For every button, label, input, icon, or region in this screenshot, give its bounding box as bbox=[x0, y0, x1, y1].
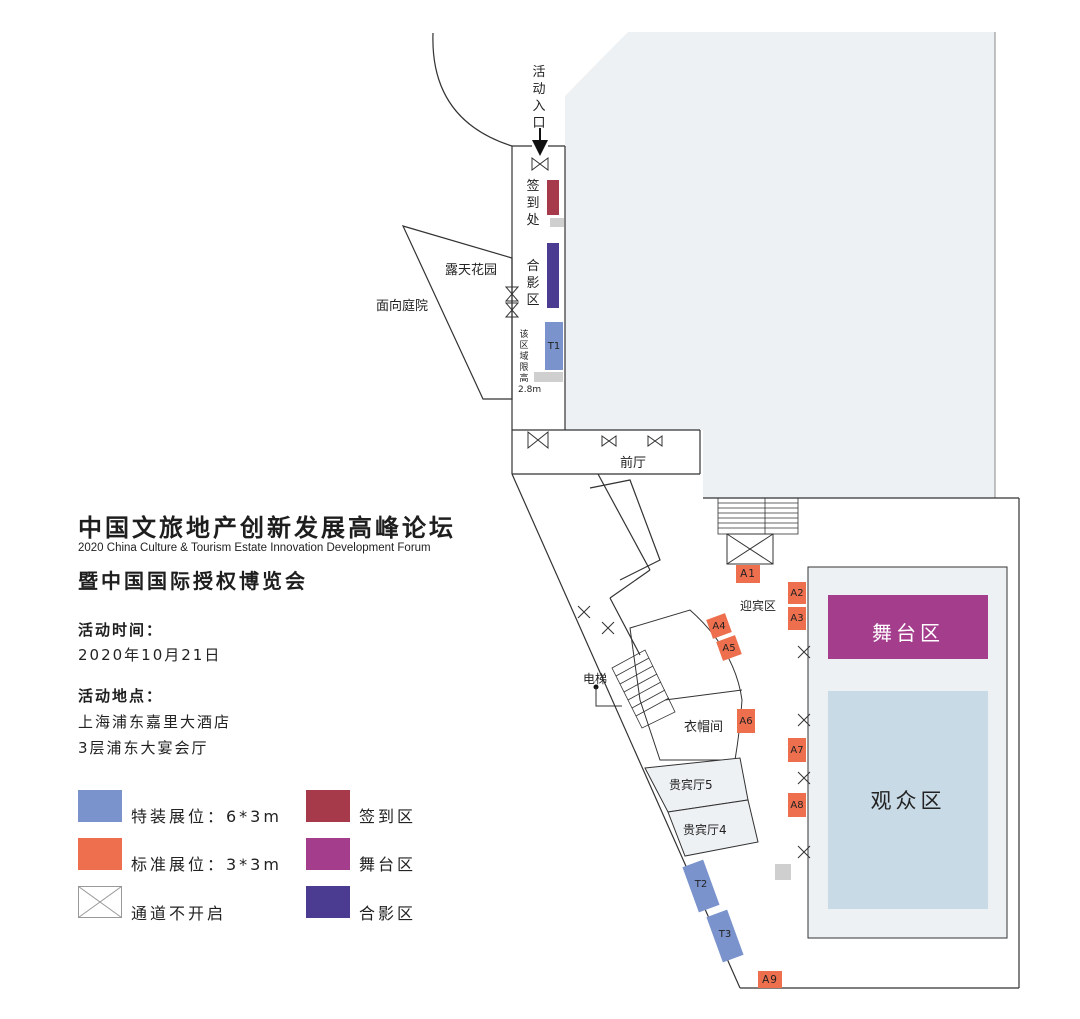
gray-block-3 bbox=[775, 864, 791, 880]
legend-stage-swatch bbox=[306, 838, 350, 870]
stairs-elevator bbox=[611, 649, 676, 729]
booth-A7 bbox=[788, 738, 806, 762]
event-time-label: 活动时间： bbox=[78, 621, 164, 639]
legend-closed-text: 通道不开启 bbox=[131, 904, 227, 923]
booth-A3-label: A3 bbox=[790, 613, 804, 624]
door-symbols bbox=[504, 157, 811, 859]
legend-signin-swatch bbox=[306, 790, 350, 822]
photo-area-label: 合影区 bbox=[526, 259, 540, 308]
cloakroom-room bbox=[629, 609, 743, 761]
legend-closed-swatch bbox=[78, 886, 122, 918]
entrance-arc bbox=[432, 32, 513, 147]
legend-signin-text: 签到区 bbox=[359, 807, 417, 826]
gray-block-2 bbox=[534, 372, 563, 382]
booth-A5 bbox=[716, 635, 742, 661]
legend-special-text: 特装展位：6*3m bbox=[131, 807, 282, 826]
vip4-label: 贵宾厅4 bbox=[683, 823, 727, 837]
legend-standard-text: 标准展位：3*3m bbox=[131, 855, 282, 874]
legend-stage-text: 舞台区 bbox=[359, 855, 417, 874]
booth-A6 bbox=[737, 709, 755, 733]
booth-A6-label: A6 bbox=[739, 715, 753, 727]
gray-block-1 bbox=[550, 218, 564, 227]
booth-A9-label: A9 bbox=[762, 973, 778, 986]
vip5-label: 贵宾厅5 bbox=[669, 778, 713, 792]
audience-label: 观众区 bbox=[870, 789, 946, 813]
forum-title-english: 2020 China Culture & Tourism Estate Inno… bbox=[78, 542, 431, 554]
open-garden-outline bbox=[401, 225, 513, 400]
booth-A8-label: A8 bbox=[790, 799, 804, 811]
booth-T3 bbox=[706, 909, 744, 963]
booth-T1 bbox=[545, 322, 563, 370]
event-place-line1: 上海浦东嘉里大酒店 bbox=[78, 713, 232, 731]
garden-label: 露天花园 bbox=[445, 263, 498, 278]
booth-T1-label: T1 bbox=[547, 340, 561, 352]
forum-title: 中国文旅地产创新发展高峰论坛 bbox=[78, 514, 456, 542]
height-note-label: 该区域限高2.8m bbox=[518, 330, 542, 395]
event-place-label: 活动地点： bbox=[78, 687, 164, 705]
booth-T3-label: T3 bbox=[718, 928, 732, 940]
booth-A9 bbox=[758, 971, 782, 988]
foyer-label: 前厅 bbox=[620, 456, 647, 471]
booth-A1 bbox=[736, 565, 760, 583]
stairs-top bbox=[717, 497, 799, 535]
stage-zone bbox=[828, 595, 988, 659]
main-hall-area bbox=[565, 32, 995, 498]
legend-standard-swatch bbox=[78, 838, 122, 870]
audience-zone bbox=[828, 691, 988, 909]
booth-A2-label: A2 bbox=[790, 587, 804, 599]
booth-A4-label: A4 bbox=[712, 620, 726, 632]
expo-title: 暨中国国际授权博览会 bbox=[78, 569, 308, 593]
legend-photo-swatch bbox=[306, 886, 350, 918]
closed-passage-welcome bbox=[726, 533, 774, 565]
legend-photo-text: 合影区 bbox=[359, 904, 417, 923]
event-time-value: 2020年10月21日 bbox=[78, 646, 222, 664]
booth-A3 bbox=[788, 607, 806, 630]
cloakroom-label: 衣帽间 bbox=[684, 720, 724, 735]
event-place-line2: 3层浦东大宴会厅 bbox=[78, 739, 209, 757]
booth-A8 bbox=[788, 793, 806, 817]
vip-room-4 bbox=[667, 799, 759, 857]
booth-A2 bbox=[788, 582, 806, 604]
photo-zone bbox=[547, 243, 559, 308]
courtyard-label: 面向庭院 bbox=[376, 299, 429, 314]
booth-A7-label: A7 bbox=[790, 744, 804, 756]
legend-special-swatch bbox=[78, 790, 122, 822]
stage-label: 舞台区 bbox=[872, 621, 944, 645]
booth-A4 bbox=[706, 613, 732, 639]
elevator-marker bbox=[593, 684, 622, 707]
booth-T2-label: T2 bbox=[694, 878, 708, 890]
booth-A1-label: A1 bbox=[740, 568, 756, 580]
entrance-label: 活动入口 bbox=[532, 65, 546, 131]
signin-label: 签到处 bbox=[526, 179, 540, 228]
booth-A5-label: A5 bbox=[722, 642, 736, 654]
signin-zone bbox=[547, 180, 559, 215]
welcome-label: 迎宾区 bbox=[740, 599, 777, 613]
elevator-label: 电梯 bbox=[583, 672, 608, 686]
booth-T2 bbox=[682, 859, 720, 913]
